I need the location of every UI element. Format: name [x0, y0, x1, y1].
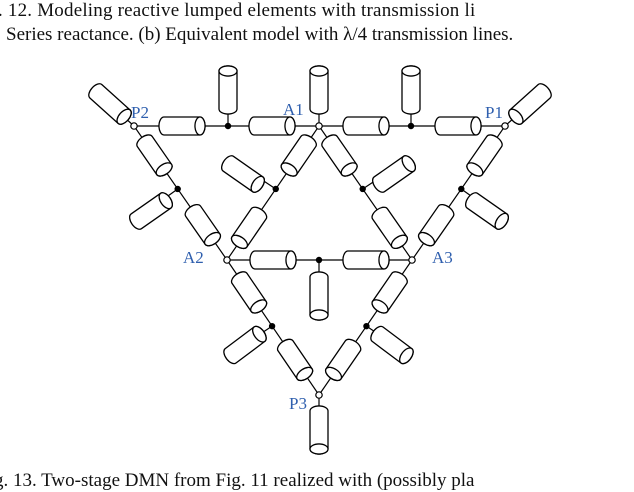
lower-left-series-2	[276, 338, 314, 382]
label-p2: P2	[131, 103, 149, 122]
lower-right-series-1	[371, 271, 408, 314]
port-p3-stub	[309, 405, 329, 455]
inner-right-series-1	[321, 134, 358, 177]
right-junction	[458, 185, 465, 193]
top-series-3	[342, 116, 390, 136]
node-a1	[315, 122, 323, 130]
inner-left-series-1	[280, 134, 317, 177]
inner-bottom-series-2	[342, 250, 390, 270]
caption-fig12-line1: . 12. Modeling reactive lumped elements …	[0, 0, 476, 21]
node-p2	[130, 122, 138, 130]
inner-right-shunt	[372, 155, 417, 193]
lower-left-shunt	[223, 325, 267, 365]
label-p1: P1	[485, 103, 503, 122]
top-shunt-1	[218, 65, 238, 115]
inner-bottom-series-1	[249, 250, 297, 270]
lower-right-junction	[363, 322, 370, 330]
caption-fig13: g. 13. Two-stage DMN from Fig. 11 realiz…	[0, 470, 475, 491]
inner-left-series-2	[230, 206, 268, 250]
left-series-1	[136, 134, 173, 177]
label-a1: A1	[283, 100, 304, 119]
top-series-1	[158, 116, 206, 136]
inner-right-series-2	[371, 206, 408, 250]
top-junction-2	[407, 122, 415, 130]
port-p1-stub	[508, 83, 552, 125]
top-junction-1	[224, 122, 232, 130]
right-shunt	[465, 192, 510, 230]
lower-right-series-2	[324, 338, 362, 382]
inner-left-shunt	[221, 155, 266, 193]
node-a2	[223, 256, 231, 264]
top-shunt-2	[401, 65, 421, 115]
node-p1	[501, 122, 509, 130]
label-a3: A3	[432, 248, 453, 267]
caption-fig12-line2: Series reactance. (b) Equivalent model w…	[6, 24, 514, 45]
inner-left-junction	[272, 185, 279, 193]
node-p3	[315, 391, 323, 399]
inner-bottom-shunt	[309, 271, 329, 321]
right-series-2	[417, 203, 455, 247]
port-p2-stub	[88, 83, 132, 125]
top-series-4	[434, 116, 482, 136]
lower-right-shunt	[370, 325, 414, 365]
inner-bottom-junction	[315, 256, 323, 264]
label-a2: A2	[183, 248, 204, 267]
left-series-2	[184, 203, 222, 247]
lower-left-series-1	[230, 271, 268, 314]
label-p3: P3	[289, 394, 307, 413]
lower-left-junction	[268, 322, 276, 330]
inner-right-junction	[359, 185, 366, 193]
top-series-2	[248, 116, 296, 136]
top-shunt-center	[309, 65, 329, 115]
node-a3	[408, 256, 416, 264]
right-series-1	[466, 134, 503, 177]
left-junction	[174, 185, 181, 193]
left-shunt	[129, 192, 174, 230]
